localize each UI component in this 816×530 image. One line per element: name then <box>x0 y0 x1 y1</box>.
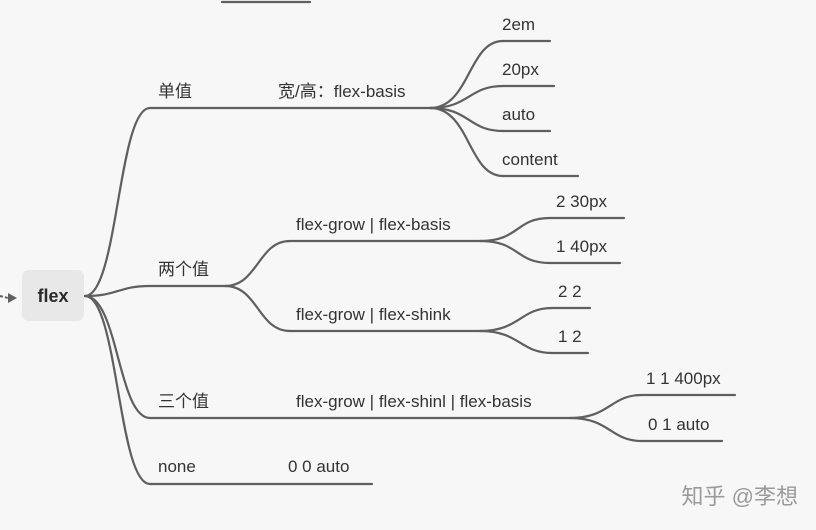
node-single-sub[interactable]: 宽/高：flex-basis <box>278 82 406 101</box>
node-none[interactable]: none <box>158 457 196 476</box>
leaf-2-2[interactable]: 2 2 <box>558 282 582 301</box>
branch-single <box>148 39 580 178</box>
node-double-sub-b[interactable]: flex-grow | flex-shink <box>296 305 451 324</box>
branch-double <box>148 216 626 355</box>
leaf-0-1-auto[interactable]: 0 1 auto <box>648 415 709 434</box>
node-triple[interactable]: 三个值 <box>158 392 209 411</box>
leaf-1-1-400px[interactable]: 1 1 400px <box>646 369 721 388</box>
root-edges <box>83 106 152 486</box>
leaf-content[interactable]: content <box>502 150 558 169</box>
leaf-20px[interactable]: 20px <box>502 60 539 79</box>
node-double[interactable]: 两个值 <box>158 260 209 279</box>
root-node[interactable]: flex <box>22 270 84 321</box>
node-triple-sub[interactable]: flex-grow | flex-shinl | flex-basis <box>296 392 532 411</box>
node-single[interactable]: 单值 <box>158 82 192 101</box>
leaf-auto[interactable]: auto <box>502 105 535 124</box>
leaf-1-40px[interactable]: 1 40px <box>556 237 608 256</box>
root-label: flex <box>37 286 68 306</box>
leaf-2-30px[interactable]: 2 30px <box>556 192 608 211</box>
watermark: 知乎 @李想 <box>682 484 798 509</box>
incoming-arrow-icon <box>0 293 17 303</box>
leaf-2em[interactable]: 2em <box>502 15 535 34</box>
leaf-1-2[interactable]: 1 2 <box>558 327 582 346</box>
branch-triple <box>148 393 737 443</box>
node-double-sub-a[interactable]: flex-grow | flex-basis <box>296 215 451 234</box>
node-none-sub[interactable]: 0 0 auto <box>288 457 349 476</box>
